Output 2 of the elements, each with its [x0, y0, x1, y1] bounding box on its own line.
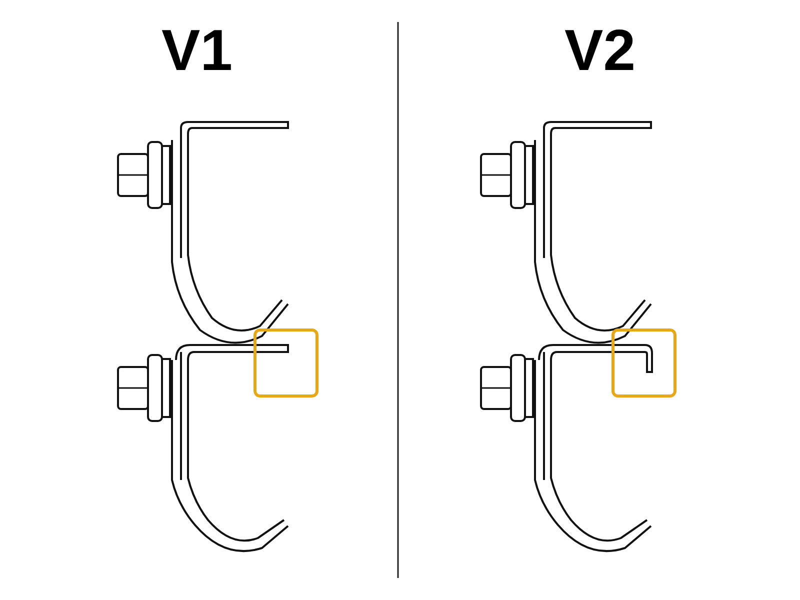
version-heading: V2 [564, 22, 636, 80]
version-heading: V1 [162, 22, 232, 80]
